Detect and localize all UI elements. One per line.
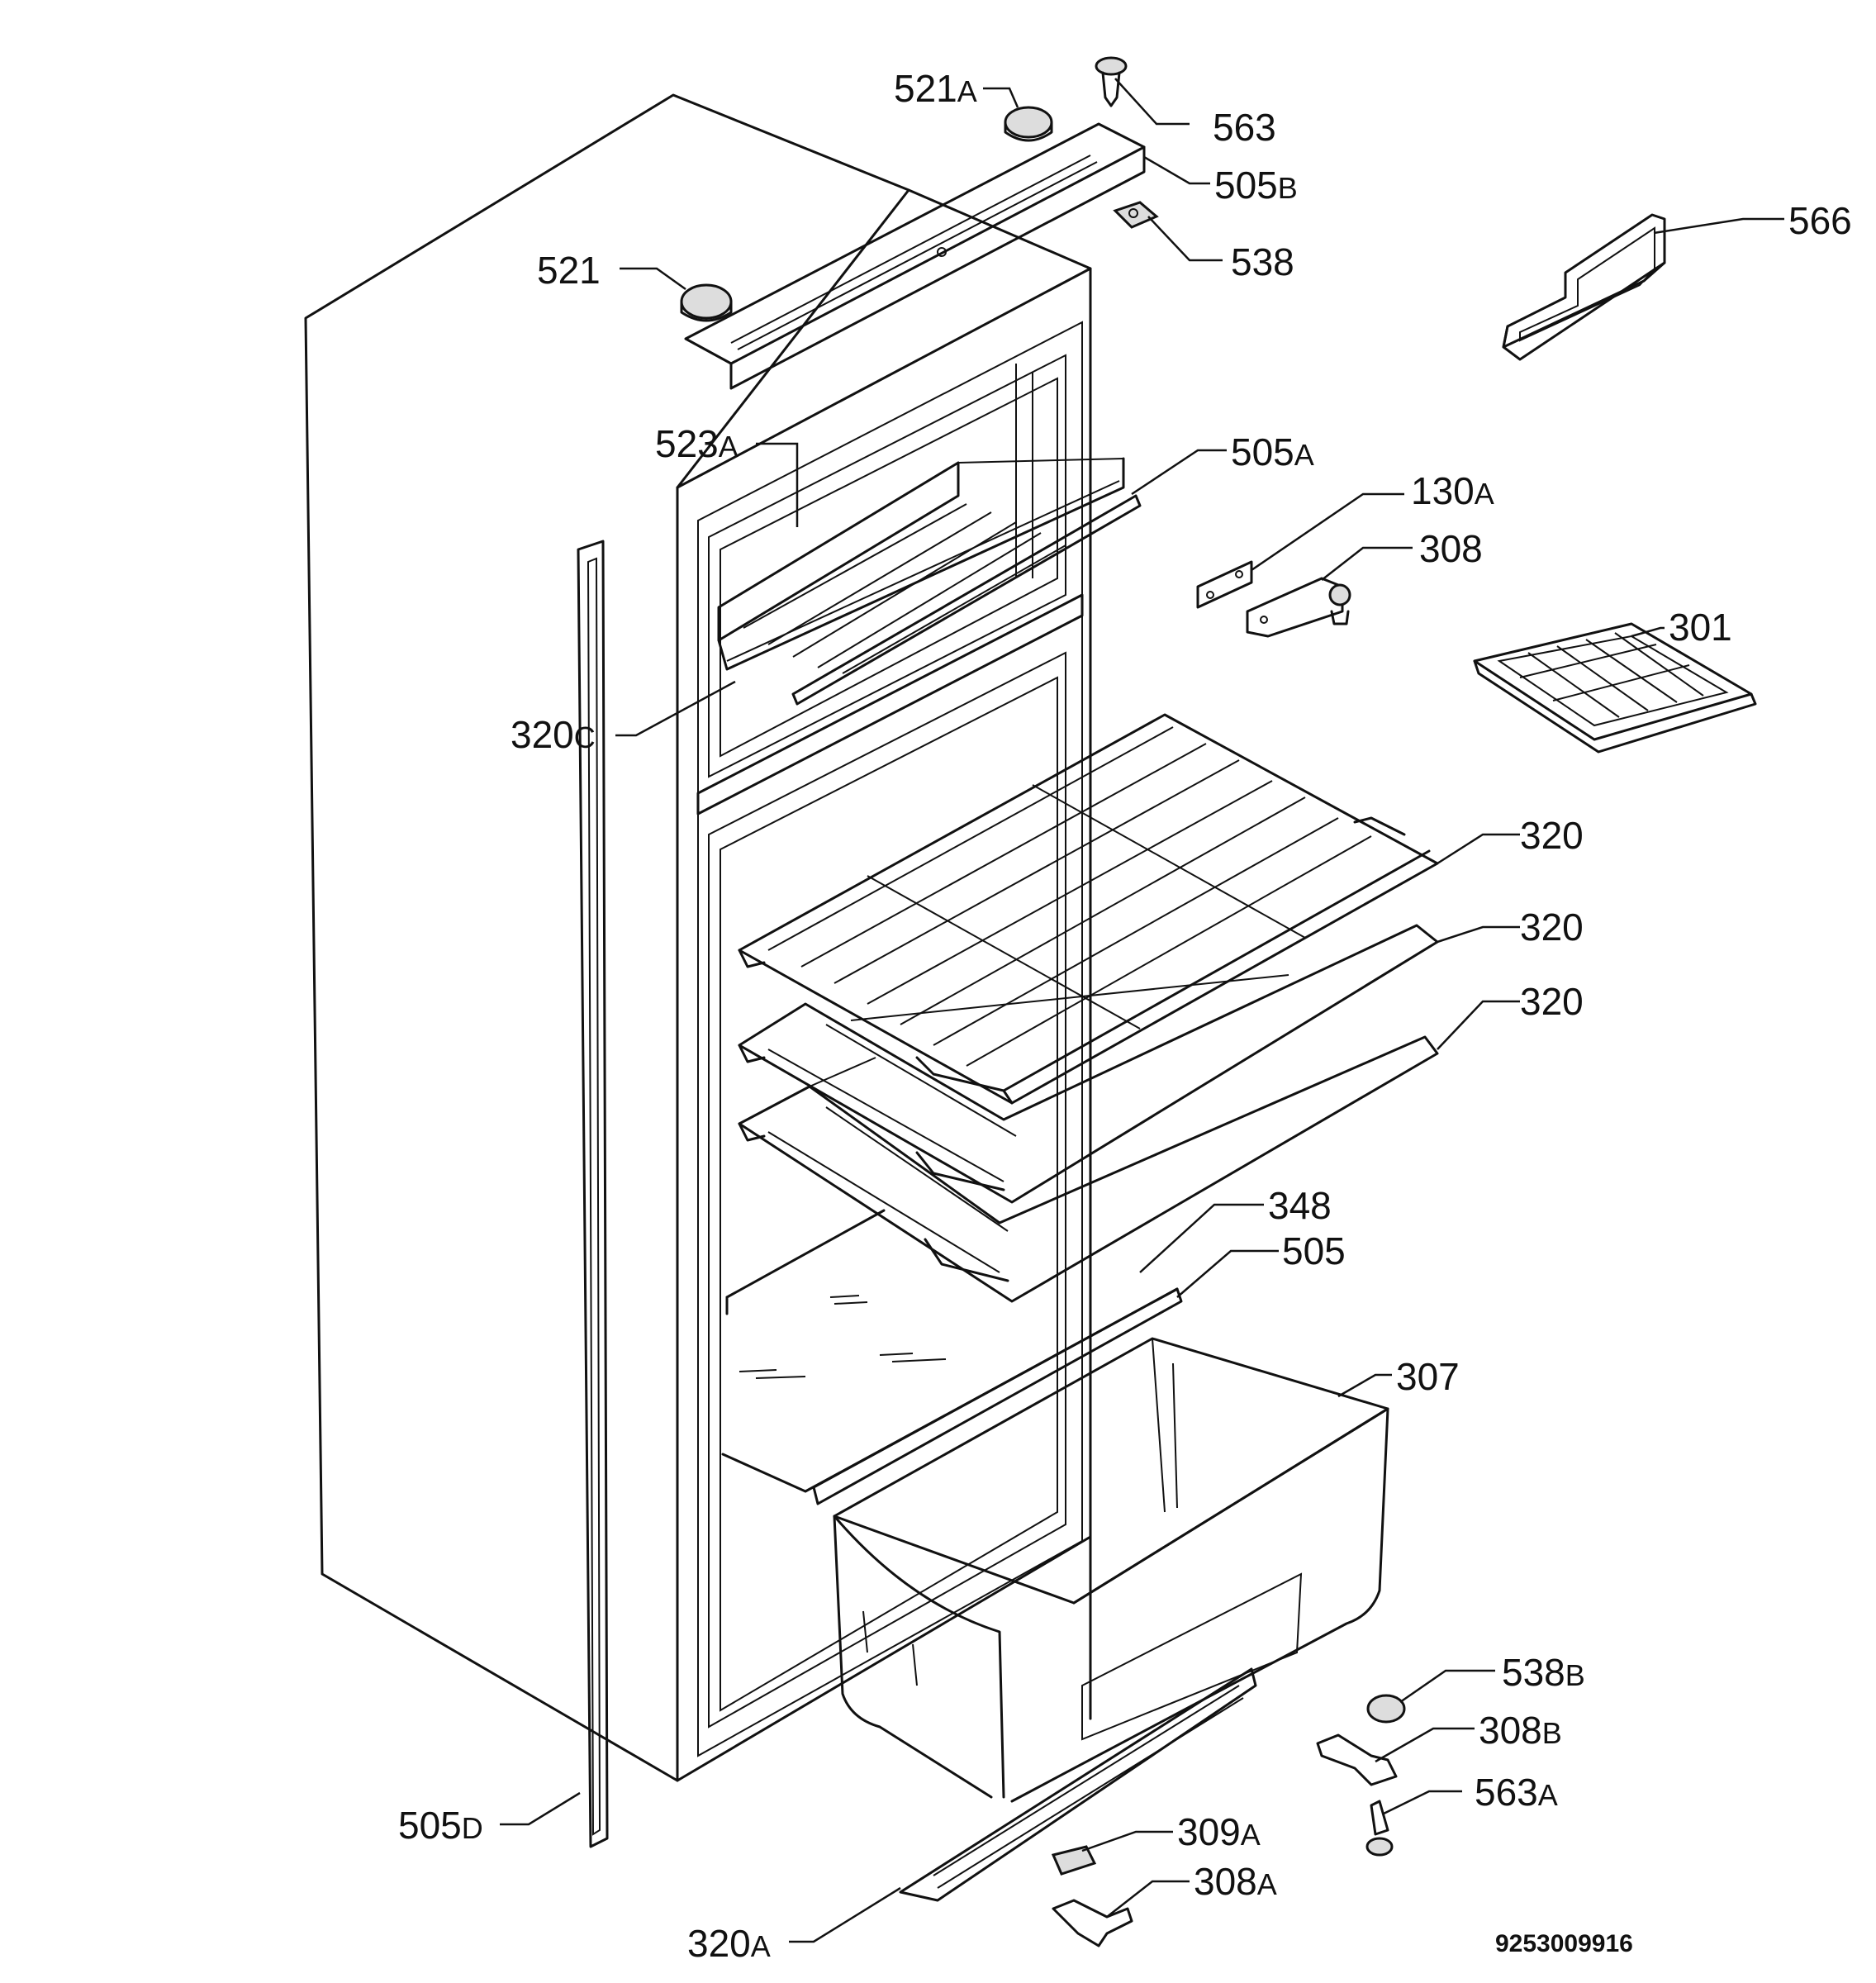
label-320-bottom: 320 (1520, 980, 1584, 1023)
label-320c: 320C (511, 713, 596, 756)
wire-shelf-320-middle (738, 924, 1439, 1204)
label-566: 566 (1788, 199, 1852, 242)
label-538: 538 (1231, 240, 1294, 283)
bracket-538 (1113, 201, 1159, 229)
label-130a: 130A (1411, 469, 1494, 512)
wire-shelf-320-top (738, 713, 1439, 1105)
clip-309a (1051, 1845, 1097, 1876)
plate-130a (1196, 560, 1253, 609)
refrigerator-cabinet (304, 93, 1092, 1782)
label-301: 301 (1669, 606, 1732, 649)
wire-shelf-320-bottom (738, 1035, 1439, 1303)
ice-tray-301 (1473, 622, 1757, 754)
label-523a: 523A (655, 422, 739, 465)
part-labels: 521A 563 505B 538 566 521 523A 505A 130A… (398, 67, 1852, 1965)
label-320-middle: 320 (1520, 906, 1584, 949)
hinge-308 (1246, 577, 1351, 638)
hinge-308b (1316, 1733, 1398, 1786)
label-505b: 505B (1214, 164, 1298, 207)
vent-grille-320a (899, 1667, 1257, 1902)
label-308: 308 (1419, 527, 1483, 570)
label-308b: 308B (1479, 1709, 1562, 1752)
hinge-308a (1052, 1899, 1133, 1947)
label-320-top: 320 (1520, 814, 1584, 857)
hinge-bar-505b (684, 122, 1146, 390)
label-505d: 505D (398, 1804, 483, 1847)
cap-538b (1366, 1694, 1406, 1724)
glass-shelf-348 (721, 1209, 1179, 1493)
screw-563a (1365, 1800, 1394, 1857)
strip-505a (791, 494, 1142, 706)
crisper-drawer-307 (833, 1337, 1389, 1803)
cap-521a (1004, 106, 1053, 142)
label-521a: 521A (894, 67, 977, 110)
screw-563 (1095, 56, 1128, 107)
label-309a: 309A (1177, 1810, 1261, 1853)
label-563a: 563A (1475, 1771, 1558, 1814)
strip-505 (812, 1287, 1183, 1505)
document-number: 9253009916 (1495, 1930, 1633, 1957)
label-521: 521 (537, 249, 601, 292)
leader-lines (500, 78, 1784, 1943)
label-320a: 320A (687, 1922, 771, 1965)
label-348: 348 (1268, 1184, 1332, 1227)
label-308a: 308A (1194, 1860, 1277, 1903)
label-505a: 505A (1231, 430, 1314, 473)
ice-scraper-566 (1502, 213, 1666, 361)
label-505: 505 (1282, 1229, 1346, 1272)
freezer-shelf-523a (717, 457, 1125, 674)
label-563: 563 (1213, 106, 1276, 149)
label-538b: 538B (1502, 1651, 1585, 1694)
door-gasket-505d (577, 540, 609, 1848)
label-307: 307 (1396, 1355, 1460, 1398)
cap-521 (680, 283, 733, 322)
